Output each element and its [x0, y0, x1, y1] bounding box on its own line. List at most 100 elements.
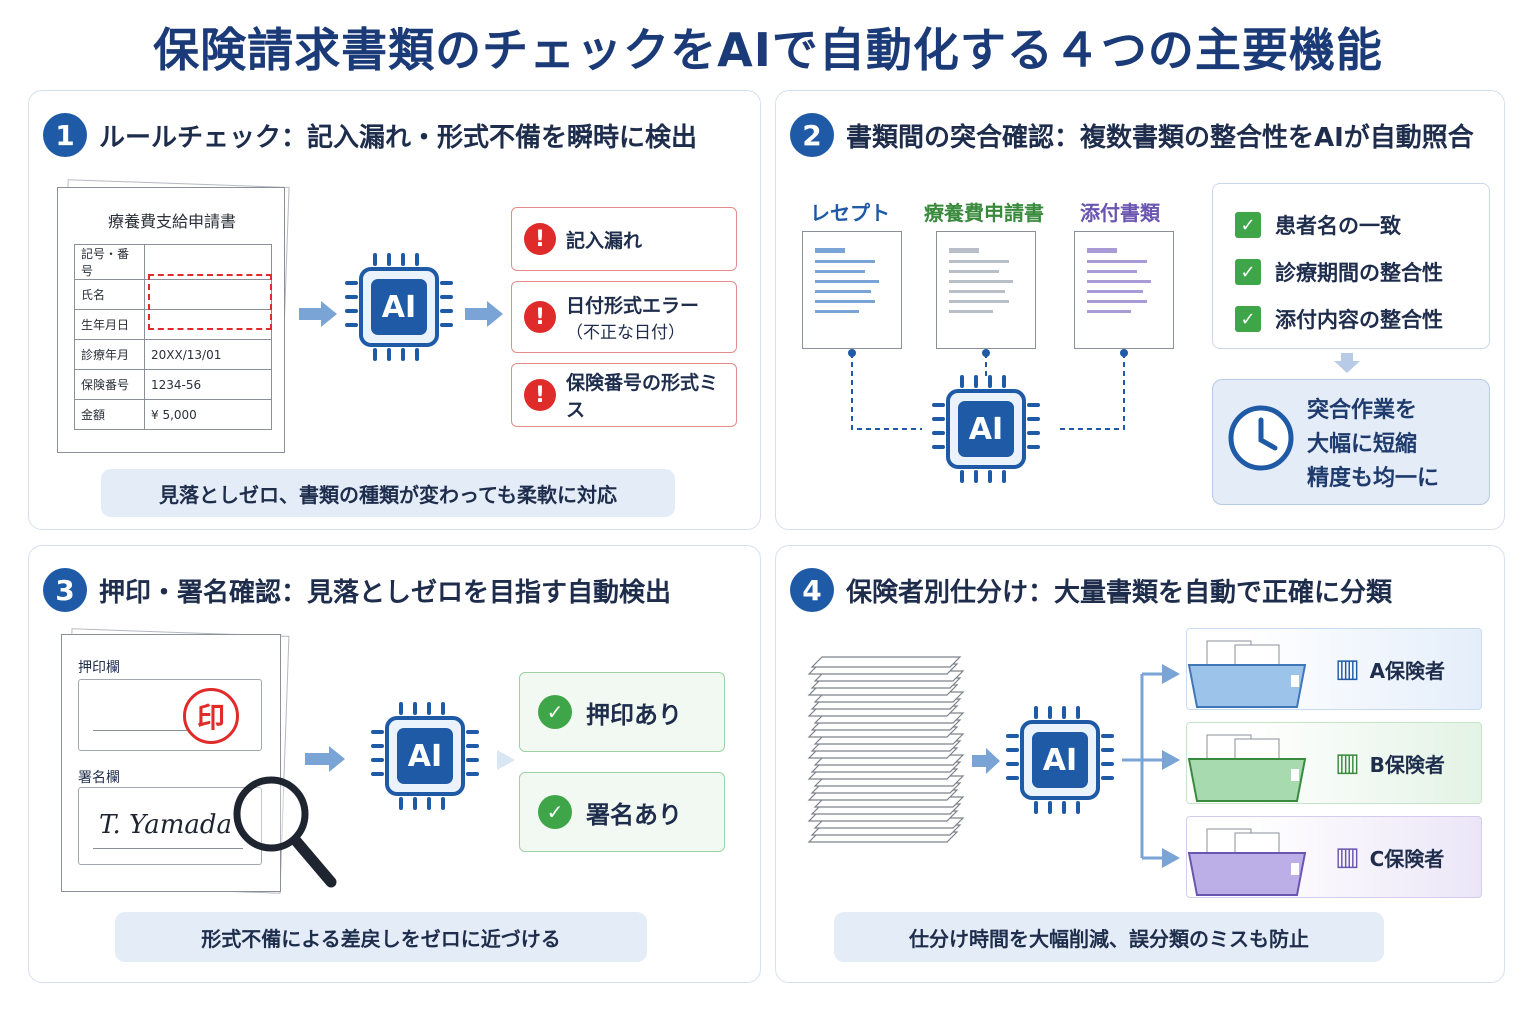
chip-core: AI [946, 389, 1026, 469]
stamp-mark: 印 [183, 688, 239, 744]
panel-title: ルールチェック：記入漏れ・形式不備を瞬時に検出 [99, 122, 698, 153]
chip-pin [1006, 776, 1019, 780]
chip-pin [1027, 445, 1040, 449]
error-icon: ! [524, 301, 556, 333]
chip-pin [401, 253, 405, 266]
chip-pin [427, 702, 431, 715]
chip-pin [466, 758, 479, 762]
chip-pin [988, 470, 992, 483]
panel-header: 3 押印・署名確認：見落としゼロを目指す自動検出 [43, 568, 671, 612]
chip-pin [1034, 706, 1038, 719]
arrow-icon [465, 301, 503, 327]
insurer-row-c: ▥C保険者 [1186, 816, 1482, 898]
chip-pin [440, 309, 453, 313]
chip-pin [1006, 762, 1019, 766]
arrow-icon [972, 748, 1000, 774]
chip-core: AI [1020, 720, 1100, 800]
chip-pin [1048, 801, 1052, 814]
chip-pin [399, 702, 403, 715]
document-icon [936, 231, 1036, 349]
arrow-icon [497, 750, 515, 770]
chip-pin [1002, 375, 1006, 388]
tray-icon [1187, 828, 1307, 896]
ai-chip-icon: AI [1004, 704, 1116, 816]
chip-pin [1002, 470, 1006, 483]
ai-label: AI [371, 279, 427, 335]
panel-stamp-signature: 3 押印・署名確認：見落としゼロを目指す自動検出 押印欄 印 署名欄 T. Ya… [28, 545, 761, 983]
checkbox-checked-icon: ✓ [1235, 259, 1261, 285]
doc-caption-attachment: 添付書類 [1080, 201, 1160, 225]
missing-field-highlight [148, 274, 272, 330]
chip-pin [1101, 776, 1114, 780]
chip-pin [345, 309, 358, 313]
building-icon: ▥ [1335, 748, 1360, 778]
connector-lines [848, 349, 1128, 430]
chip-pin [415, 253, 419, 266]
chip-core: AI [385, 716, 465, 796]
tray-icon [1187, 734, 1307, 802]
signature-form: 押印欄 印 署名欄 T. Yamada [61, 634, 281, 892]
chip-pin [427, 797, 431, 810]
form-row: 氏名 [74, 279, 272, 310]
chip-pin [387, 348, 391, 361]
doc-caption-application: 療養費申請書 [924, 201, 1044, 225]
error-icon: ! [524, 379, 556, 411]
ai-label: AI [397, 728, 453, 784]
ai-chip-icon: AI [930, 373, 1042, 485]
chip-pin [345, 281, 358, 285]
chip-pin [415, 348, 419, 361]
branch-arrows [1122, 664, 1180, 868]
chip-pin [441, 797, 445, 810]
check-item: ✓診療期間の整合性 [1235, 257, 1443, 287]
arrow-icon [305, 746, 345, 772]
chip-pin [440, 323, 453, 327]
chip-pin [1062, 706, 1066, 719]
panel-title: 書類間の突合確認：複数書類の整合性をAIが自動照合 [846, 122, 1474, 153]
chip-pin [960, 375, 964, 388]
check-circle-icon: ✓ [538, 695, 572, 729]
chip-pin [974, 375, 978, 388]
chip-pin [1076, 706, 1080, 719]
building-icon: ▥ [1335, 654, 1360, 684]
document-icon [1074, 231, 1174, 349]
chip-pin [1027, 431, 1040, 435]
chip-pin [974, 470, 978, 483]
checkbox-checked-icon: ✓ [1235, 306, 1261, 332]
error-item: ! 日付形式エラー（不正な日付） [511, 281, 737, 353]
panel-header: 1 ルールチェック：記入漏れ・形式不備を瞬時に検出 [43, 113, 697, 157]
paper-stack-icon [807, 656, 965, 843]
chip-pin [932, 431, 945, 435]
chip-pin [932, 417, 945, 421]
arrow-down-icon [1334, 353, 1360, 373]
panel-sorting: 4 保険者別仕分け：大量書類を自動で正確に分類 AI ▥A保険者 ▥B保険者 ▥… [775, 545, 1505, 983]
chip-pin [466, 744, 479, 748]
panel-number: 2 [790, 113, 834, 157]
ai-label: AI [958, 401, 1014, 457]
chip-pin [1006, 734, 1019, 738]
chip-pin [371, 730, 384, 734]
checkbox-checked-icon: ✓ [1235, 212, 1261, 238]
chip-pin [932, 403, 945, 407]
chip-pin [466, 730, 479, 734]
chip-pin [387, 253, 391, 266]
chip-pin [1048, 706, 1052, 719]
panel-number: 1 [43, 113, 87, 157]
magnifier-icon [233, 776, 337, 888]
stamp-field: 印 [78, 679, 262, 751]
chip-pin [441, 702, 445, 715]
panel-cross-check: 2 書類間の突合確認：複数書類の整合性をAIが自動照合 レセプト 療養費申請書 … [775, 90, 1505, 530]
page-title: 保険請求書類のチェックをAIで自動化する４つの主要機能 [153, 23, 1383, 77]
result-item: ✓ 署名あり [519, 772, 725, 852]
chip-pin [373, 253, 377, 266]
chip-pin [373, 348, 377, 361]
check-circle-icon: ✓ [538, 795, 572, 829]
insurer-row-b: ▥B保険者 [1186, 722, 1482, 804]
chip-core: AI [359, 267, 439, 347]
panel-title: 押印・署名確認：見落としゼロを目指す自動検出 [99, 577, 672, 608]
chip-pin [1062, 801, 1066, 814]
sign-field: T. Yamada [78, 787, 262, 865]
ai-chip-icon: AI [369, 700, 481, 812]
